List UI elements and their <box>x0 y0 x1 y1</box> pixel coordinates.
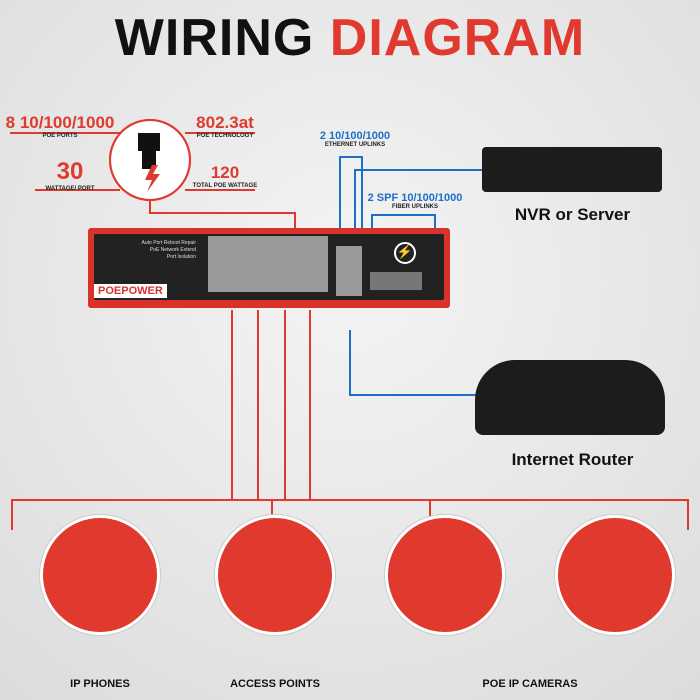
ip-phone-image <box>40 515 160 635</box>
endpoint-label-access-points: ACCESS POINTS <box>230 678 320 690</box>
camera-ptz-image <box>555 515 675 635</box>
uplink-ports <box>336 246 362 296</box>
nvr-image <box>482 147 662 192</box>
sfp-ports <box>370 272 422 290</box>
lightning-icon <box>145 165 160 192</box>
power-logo-icon: ⚡ <box>394 242 416 264</box>
access-point-image <box>215 515 335 635</box>
camera-dome-image <box>385 515 505 635</box>
endpoint-label-cameras: POE IP CAMERAS <box>482 678 578 690</box>
endpoint-label-ip-phones: IP PHONES <box>70 678 130 690</box>
router-image <box>475 360 665 435</box>
nvr-label: NVR or Server <box>514 205 631 224</box>
ethernet-plug-icon <box>138 133 160 151</box>
router-label: Internet Router <box>511 450 634 469</box>
page-title: WIRING DIAGRAM <box>114 9 586 67</box>
poe-ports <box>208 236 328 292</box>
brand-logo: POEPOWER <box>94 284 167 298</box>
